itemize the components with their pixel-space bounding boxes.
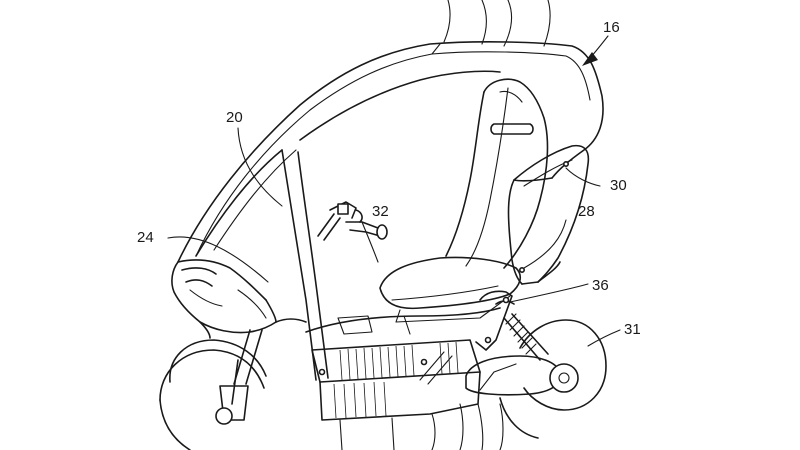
front-wheel — [159, 329, 267, 450]
label-20: 20 — [226, 109, 243, 126]
leader-lines — [167, 127, 621, 347]
floor-battery-box — [275, 307, 501, 421]
bottom-section-lines — [339, 403, 504, 450]
arrow-16 — [582, 35, 609, 66]
label-28: 28 — [578, 203, 595, 220]
front-fairing — [171, 259, 277, 339]
label-32: 32 — [372, 203, 389, 220]
label-16: 16 — [603, 19, 620, 36]
canopy — [177, 41, 604, 381]
top-flow-lines — [443, 0, 551, 47]
reference-numerals: 16 20 24 28 30 31 32 36 — [137, 19, 641, 338]
label-36: 36 — [592, 277, 609, 294]
rear-side-panel — [507, 144, 590, 285]
seat-cushion — [379, 256, 522, 323]
label-30: 30 — [610, 177, 627, 194]
rear-wheel — [499, 319, 607, 439]
shock-spring — [503, 313, 549, 361]
label-31: 31 — [624, 321, 641, 338]
seat-backrest — [445, 78, 549, 269]
label-24: 24 — [137, 229, 154, 246]
